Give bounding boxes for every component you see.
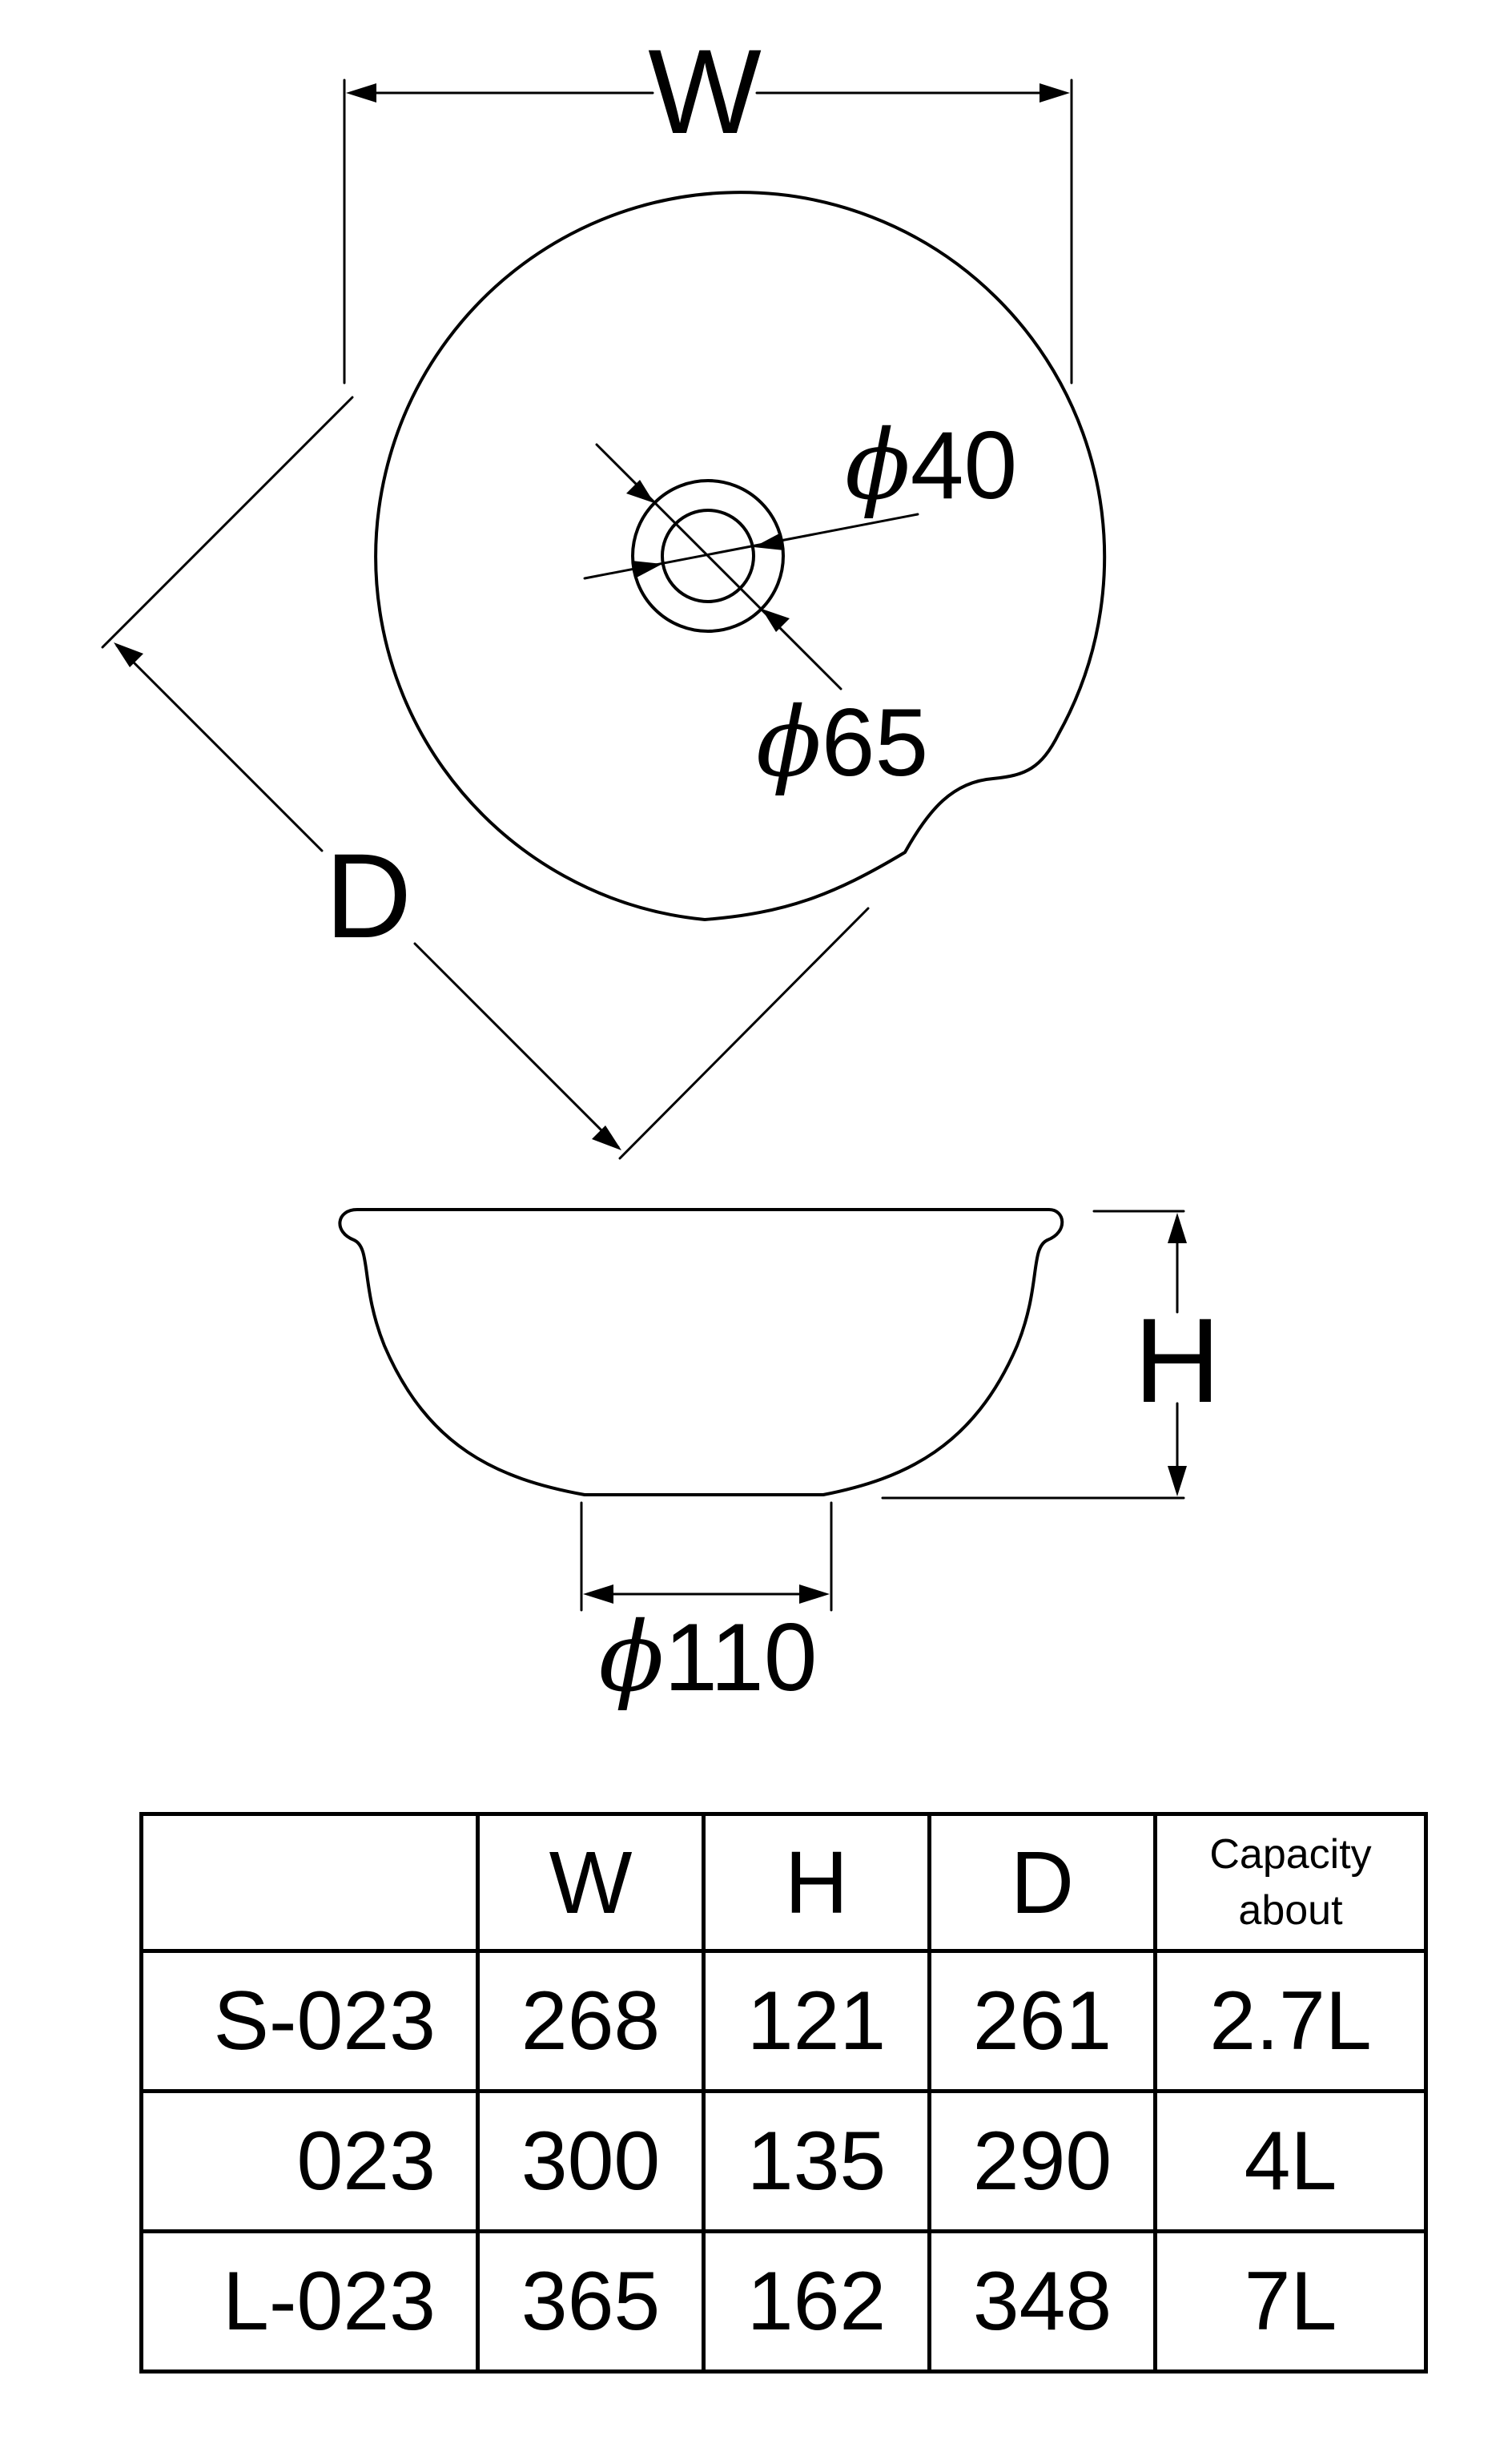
row-capacity: 7L xyxy=(1153,2229,1428,2374)
header-capacity-line1: Capacity xyxy=(1209,1831,1372,1878)
d-extension-lower xyxy=(618,907,870,1160)
w-arrow-left xyxy=(346,83,376,103)
d-dimension-line-upper xyxy=(115,644,324,852)
dia65-arrow-lower xyxy=(762,609,790,632)
top-view: W D ϕ40 ϕ65 xyxy=(101,24,1107,1160)
row-d: 290 xyxy=(927,2089,1157,2233)
d-arrow-lower xyxy=(592,1125,621,1150)
row-capacity: 2.7L xyxy=(1153,1949,1428,2093)
d-label: D xyxy=(325,828,412,963)
dia40-arrow-right xyxy=(754,533,784,550)
header-h: H xyxy=(702,1812,931,1953)
row-w: 268 xyxy=(476,1949,706,2093)
table-row: L-023 365 162 348 7L xyxy=(139,2229,1428,2374)
header-model xyxy=(139,1812,480,1953)
drain-outer-ring xyxy=(631,479,785,633)
side-view: H ϕ110 xyxy=(338,1208,1220,1713)
bowl-side-outline xyxy=(338,1208,1064,1496)
table-row: 023 300 135 290 4L xyxy=(139,2089,1428,2233)
row-h: 121 xyxy=(702,1949,931,2093)
header-capacity: Capacity about xyxy=(1153,1812,1428,1953)
drain-inner-hole xyxy=(661,509,755,603)
dia65-arrow-upper xyxy=(626,480,654,503)
dia65-value: 65 xyxy=(822,689,928,796)
dia65-phi: ϕ xyxy=(756,687,822,799)
dia65-label: ϕ65 xyxy=(756,687,928,799)
base-phi: ϕ xyxy=(598,1602,664,1713)
dia40-phi: ϕ xyxy=(845,410,911,521)
row-w: 300 xyxy=(476,2089,706,2233)
w-label: W xyxy=(648,24,762,159)
base-value: 110 xyxy=(664,1604,817,1711)
row-w: 365 xyxy=(476,2229,706,2374)
base-dia-label: ϕ110 xyxy=(598,1602,817,1713)
bowl-top-outline xyxy=(374,191,1107,921)
base-arrow-left xyxy=(583,1584,613,1604)
base-arrow-right xyxy=(799,1584,830,1604)
w-arrow-right xyxy=(1040,83,1070,103)
d-extension-upper xyxy=(101,396,354,649)
dia40-value: 40 xyxy=(911,412,1017,519)
row-capacity: 4L xyxy=(1153,2089,1428,2233)
dia40-arrow-left xyxy=(632,561,662,578)
row-h: 162 xyxy=(702,2229,931,2374)
header-w: W xyxy=(476,1812,706,1953)
h-label: H xyxy=(1134,1293,1220,1427)
table-header-row: W H D Capacity about xyxy=(139,1812,1428,1953)
row-model: 023 xyxy=(139,2089,480,2233)
technical-drawing: W D ϕ40 ϕ65 H xyxy=(101,24,1220,1713)
d-dimension-line-lower xyxy=(413,942,620,1149)
header-d: D xyxy=(927,1812,1157,1953)
row-h: 135 xyxy=(702,2089,931,2233)
row-d: 348 xyxy=(927,2229,1157,2374)
h-arrow-bottom xyxy=(1168,1466,1187,1496)
row-d: 261 xyxy=(927,1949,1157,2093)
d-arrow-upper xyxy=(114,642,143,667)
spec-table: W H D Capacity about S-023 268 121 261 2… xyxy=(139,1812,1428,2374)
dia40-label: ϕ40 xyxy=(845,410,1017,521)
header-capacity-line2: about xyxy=(1238,1887,1343,1934)
h-arrow-top xyxy=(1168,1213,1187,1243)
table-row: S-023 268 121 261 2.7L xyxy=(139,1949,1428,2093)
row-model: S-023 xyxy=(139,1949,480,2093)
row-model: L-023 xyxy=(139,2229,480,2374)
